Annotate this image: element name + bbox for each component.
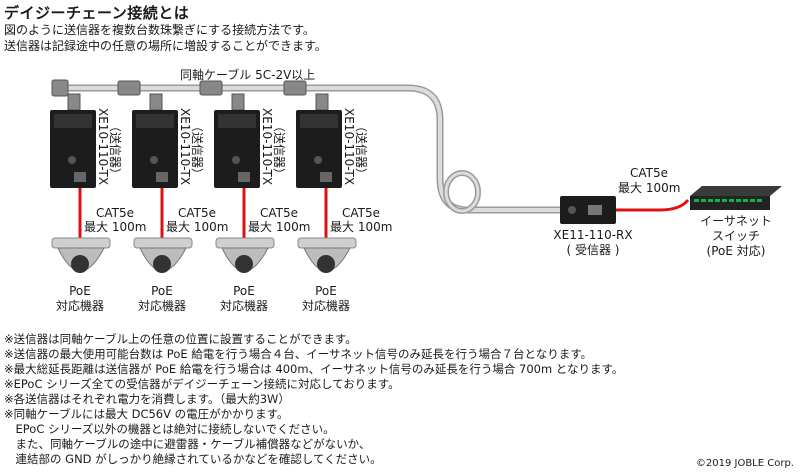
switch-line3: (PoE 対応) [706,244,766,258]
transmitter-1 [50,110,96,188]
note-4: ※EPoC シリーズ全ての受信器がデイジーチェーン接続に対応しております。 [4,377,400,391]
page-title: デイジーチェーン接続とは [4,4,190,22]
switch-link-max: 最大 100m [618,181,681,195]
note-1: ※送信器は同軸ケーブル上の任意の位置に設置することができます。 [4,332,357,346]
camera-4-line1: PoE [315,284,337,298]
transmitter-3 [214,110,260,188]
intro-line-2: 送信器は記録途中の任意の場所に増設することができます。 [4,39,327,53]
dome-camera-3 [215,237,275,273]
camera-3-line2: 対応機器 [219,299,268,313]
note-9: 連結部の GND がしっかり絶縁されているかなどを確認してください。 [4,452,382,466]
receiver-role: ( 受信器 ) [566,243,620,257]
camera-4-line2: 対応機器 [301,299,350,313]
note-7: EPoC シリーズ以外の機器とは絶対に接続しないでください。 [4,422,335,436]
switch-link-cable: CAT5e [630,166,669,180]
switch-line1: イーサネット [700,214,772,228]
transmitter-2 [132,110,178,188]
cat5e-camera-cables [78,188,328,240]
transmitter-4-role: （送信器） [354,120,368,181]
transmitter-3-role: （送信器） [272,120,286,181]
camera-3-line1: PoE [233,284,255,298]
dome-camera-1 [51,237,111,273]
camera-link-2-cable: CAT5e [178,206,217,220]
transmitter-2-role: （送信器） [190,120,204,181]
receiver-model: XE11-110-RX [553,228,633,242]
camera-link-3-cable: CAT5e [260,206,299,220]
note-3: ※最大総延長距離は送信器が PoE 給電を行う場合は 400m、イーサネット信号… [4,362,624,376]
camera-2-line2: 対応機器 [137,299,186,313]
camera-link-1-cable: CAT5e [96,206,135,220]
copyright: ©2019 JOBLE Corp. [695,458,794,469]
note-8: また、同軸ケーブルの途中に避雷器・ケーブル補償器などがないか、 [4,437,371,451]
camera-link-3-max: 最大 100m [248,220,311,234]
coax-connectors [51,79,329,111]
dome-camera-2 [133,237,193,273]
transmitter-4 [296,110,342,188]
transmitter-1-role: （送信器） [108,120,122,181]
camera-link-2-max: 最大 100m [166,220,229,234]
coax-label: 同軸ケーブル 5C-2V以上 [180,68,316,82]
dome-camera-4 [297,237,357,273]
note-2: ※送信器の最大使用可能台数は PoE 給電を行う場合４台、イーサネット信号のみ延… [4,347,593,361]
camera-link-4-cable: CAT5e [342,206,381,220]
camera-link-1-max: 最大 100m [84,220,147,234]
intro-line-1: 図のように送信器を複数台数珠繋ぎにする接続方法です。 [4,23,315,37]
camera-link-4-max: 最大 100m [330,220,393,234]
camera-2-line1: PoE [151,284,173,298]
camera-1-line1: PoE [69,284,91,298]
cat5e-switch-cable [616,198,690,212]
switch-line2: スイッチ [711,229,760,243]
camera-1-line2: 対応機器 [55,299,104,313]
ethernet-switch [690,186,782,210]
note-6: ※同軸ケーブルには最大 DC56V の電圧がかかります。 [4,407,289,421]
note-5: ※各送信器はそれぞれ電力を消費します。（最大約3W） [4,392,290,406]
receiver-device [560,196,616,224]
